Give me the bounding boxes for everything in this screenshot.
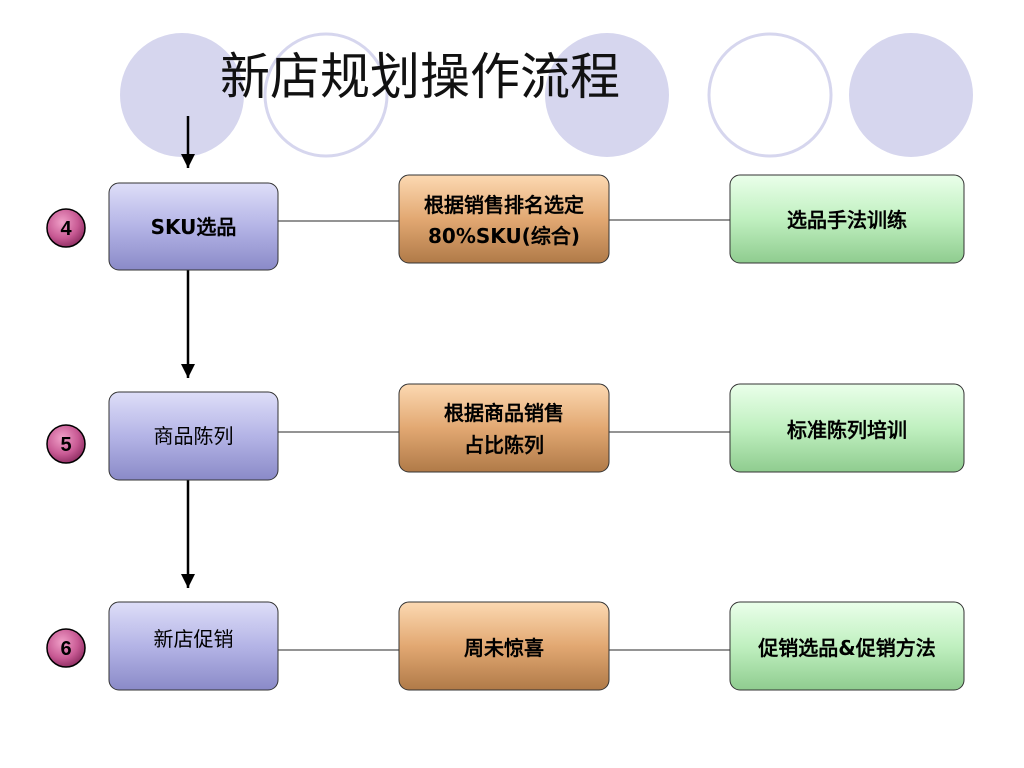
method-line-2: 80%SKU(综合) bbox=[428, 224, 580, 248]
training-box bbox=[729, 601, 965, 691]
method-box bbox=[398, 383, 610, 473]
decor-circle-outline bbox=[707, 32, 833, 158]
decor-circle-filled bbox=[120, 33, 244, 157]
step-number: 4 bbox=[60, 218, 72, 240]
method-line-2: 占比陈列 bbox=[464, 433, 544, 457]
method-line-1: 根据商品销售 bbox=[444, 401, 564, 425]
step-number-badge bbox=[46, 424, 86, 464]
step-name: 商品陈列 bbox=[154, 424, 234, 448]
decor-circle-outline bbox=[263, 32, 389, 158]
step-row-6: 6 新店促销 周未惊喜 促销选品&促销方法 bbox=[46, 601, 965, 691]
method-line-1: 根据销售排名选定 bbox=[424, 193, 584, 217]
step-box bbox=[108, 391, 279, 481]
step-number-badge bbox=[46, 628, 86, 668]
step-name: SKU选品 bbox=[151, 215, 237, 239]
method-box bbox=[398, 174, 610, 264]
step-row-5: 5 商品陈列 根据商品销售 占比陈列 标准陈列培训 bbox=[46, 383, 965, 481]
training-label: 促销选品&促销方法 bbox=[757, 636, 935, 660]
training-label: 标准陈列培训 bbox=[787, 418, 907, 442]
step-number: 5 bbox=[60, 434, 71, 456]
step-number: 6 bbox=[60, 638, 71, 660]
decor-circle-filled bbox=[545, 33, 669, 157]
training-box bbox=[729, 383, 965, 473]
step-row-4: 4 SKU选品 根据销售排名选定 80%SKU(综合) 选品手法训练 bbox=[46, 174, 965, 271]
decor-circle-filled bbox=[849, 33, 973, 157]
decorative-circles bbox=[120, 32, 973, 158]
training-box bbox=[729, 174, 965, 264]
step-number-badge bbox=[46, 208, 86, 248]
step-box bbox=[108, 601, 279, 691]
step-name: 新店促销 bbox=[154, 627, 234, 651]
method-box bbox=[398, 601, 610, 691]
step-box bbox=[108, 182, 279, 271]
training-label: 选品手法训练 bbox=[787, 208, 907, 232]
method-line-1: 周未惊喜 bbox=[464, 636, 544, 660]
page-title: 新店规划操作流程 bbox=[220, 48, 620, 106]
